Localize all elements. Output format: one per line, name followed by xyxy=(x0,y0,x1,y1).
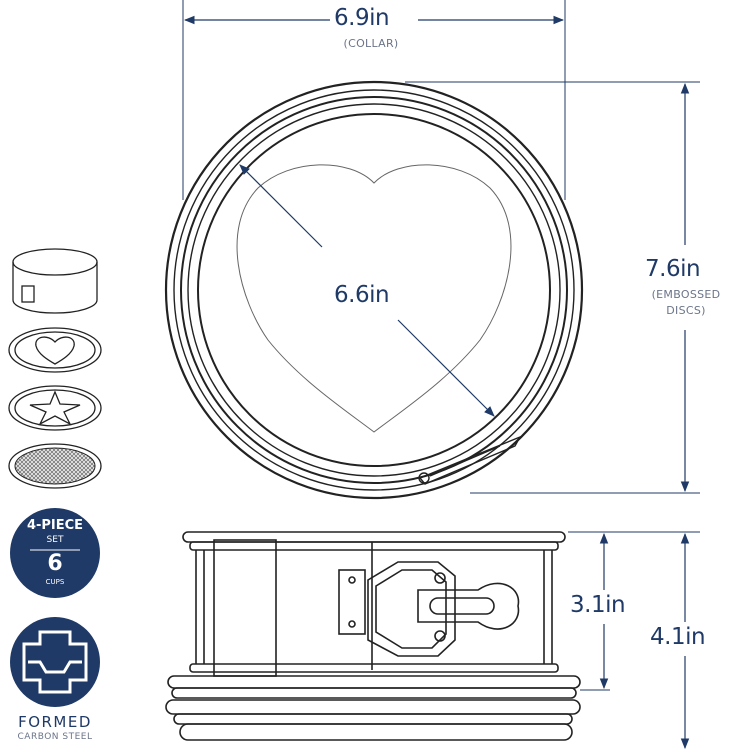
thumb-star-disc xyxy=(8,385,102,431)
collar-dimension-label: 6.9in xyxy=(334,5,390,31)
total-height-label: 4.1in xyxy=(650,624,706,650)
side-extension-lines xyxy=(568,531,700,691)
heart-dimension-label: 6.6in xyxy=(334,282,390,308)
heart-dimension-line-upper xyxy=(239,164,323,248)
material-line2: CARBON STEEL xyxy=(17,732,93,742)
material-line1: FORMED xyxy=(18,713,92,731)
badge-cups-number: 6 xyxy=(47,551,63,576)
discs-dimension-label: 7.6in xyxy=(645,256,701,282)
heart-dimension-line-lower xyxy=(397,319,495,417)
piece-set-badge xyxy=(10,508,100,598)
latch-side-view xyxy=(338,561,520,657)
pan-top-view xyxy=(164,80,584,500)
badge-set-label: SET xyxy=(46,535,64,545)
badge-cups-label: CUPS xyxy=(45,578,65,586)
thumb-heart-disc xyxy=(8,327,102,373)
collar-extension-lines xyxy=(182,0,700,494)
heart-disc-outline xyxy=(236,164,512,433)
latch-top-view xyxy=(418,435,522,485)
discs-note-line2: DISCS) xyxy=(666,304,706,317)
thumb-mesh-disc xyxy=(8,443,102,489)
formed-steel-icon xyxy=(10,617,100,707)
discs-note-line1: (EMBOSSED xyxy=(651,288,721,301)
side-height-label: 3.1in xyxy=(570,592,626,618)
pan-side-view xyxy=(165,531,581,741)
badge-piece-label: 4-PIECE xyxy=(26,518,84,533)
collar-note-label: (COLLAR) xyxy=(343,37,399,50)
thumb-ring xyxy=(12,248,98,314)
